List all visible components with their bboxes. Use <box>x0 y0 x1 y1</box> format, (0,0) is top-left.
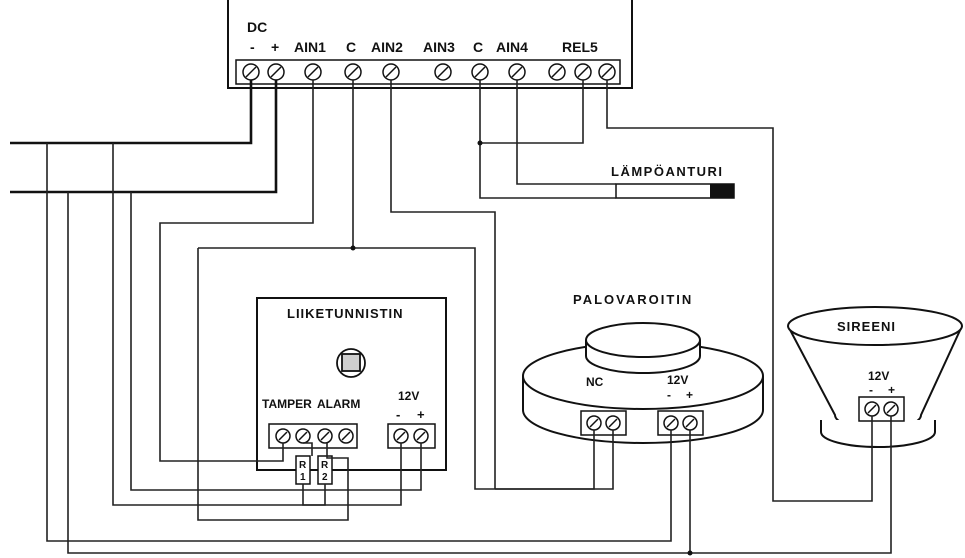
motion-detector: LIIKETUNNISTIN TAMPER ALARM 12V - + R 1 … <box>256 297 447 485</box>
motion-detector-title: LIIKETUNNISTIN <box>287 306 404 321</box>
siren-base <box>820 420 936 448</box>
alarm-label: ALARM <box>317 397 360 411</box>
screw-icon <box>471 63 489 81</box>
screw-icon <box>586 415 602 431</box>
tamper-label: TAMPER <box>262 397 312 411</box>
screw-icon <box>275 428 291 444</box>
motion-minus: - <box>396 407 400 422</box>
terminal-label-ain4: AIN4 <box>496 39 528 55</box>
screw-icon <box>883 401 899 417</box>
smoke-detector-dome-top <box>585 322 701 358</box>
junction-dot <box>477 140 483 146</box>
junction-dot <box>350 245 356 251</box>
resistor-r2-label: R <box>321 460 329 471</box>
motion-plus: + <box>417 407 425 422</box>
screw-icon <box>393 428 409 444</box>
smoke-power-label: 12V <box>667 373 688 387</box>
screw-icon <box>413 428 429 444</box>
screw-icon <box>344 63 362 81</box>
smoke-detector: PALOVAROITIN NC 12V - + <box>522 292 764 444</box>
screw-icon <box>317 428 333 444</box>
temp-sensor-label: LÄMPÖANTURI <box>611 164 724 179</box>
smoke-detector-title: PALOVAROITIN <box>573 292 693 307</box>
screw-icon <box>574 63 592 81</box>
screw-icon <box>382 63 400 81</box>
siren: SIREENI 12V - + <box>787 306 963 448</box>
resistor-r1-label: R <box>299 460 307 471</box>
terminal-label-ain2: AIN2 <box>371 39 403 55</box>
smoke-plus: + <box>686 388 693 402</box>
screw-icon <box>338 428 354 444</box>
terminal-label-c1: C <box>346 39 356 55</box>
screw-icon <box>295 428 311 444</box>
terminal-label-minus: - <box>250 39 255 55</box>
resistor-r2-number: 2 <box>322 472 328 483</box>
terminal-label-c2: C <box>473 39 483 55</box>
temp-sensor: LÄMPÖANTURI <box>611 164 735 199</box>
resistor-r1-number: 1 <box>300 472 306 483</box>
terminal-screws <box>242 63 616 81</box>
motion-power-label: 12V <box>398 389 419 403</box>
screw-icon <box>304 63 322 81</box>
screw-icon <box>434 63 452 81</box>
screw-icon <box>242 63 260 81</box>
screw-icon <box>548 63 566 81</box>
screw-icon <box>508 63 526 81</box>
screw-icon <box>598 63 616 81</box>
controller-unit: DC - + AIN1 C AIN2 AIN3 C AIN4 REL5 <box>227 0 633 89</box>
terminal-label-rel5: REL5 <box>562 39 598 55</box>
motion-sensor-lens-icon <box>336 348 366 378</box>
terminal-label-ain3: AIN3 <box>423 39 455 55</box>
siren-power-label: 12V <box>868 369 889 383</box>
wiring <box>46 80 892 556</box>
siren-minus: - <box>869 383 873 397</box>
siren-rim <box>787 306 963 346</box>
terminal-label-ain1: AIN1 <box>294 39 326 55</box>
screw-icon <box>663 415 679 431</box>
power-bus <box>10 80 278 194</box>
junction-dot <box>687 550 693 556</box>
siren-title: SIREENI <box>837 319 896 334</box>
smoke-minus: - <box>667 388 671 402</box>
screw-icon <box>267 63 285 81</box>
temp-sensor-tip <box>710 184 734 198</box>
screw-icon <box>605 415 621 431</box>
screw-icon <box>864 401 880 417</box>
dc-label: DC <box>247 19 267 35</box>
terminal-label-plus: + <box>271 39 279 55</box>
siren-plus: + <box>888 383 895 397</box>
screw-icon <box>682 415 698 431</box>
smoke-nc-label: NC <box>586 375 604 389</box>
